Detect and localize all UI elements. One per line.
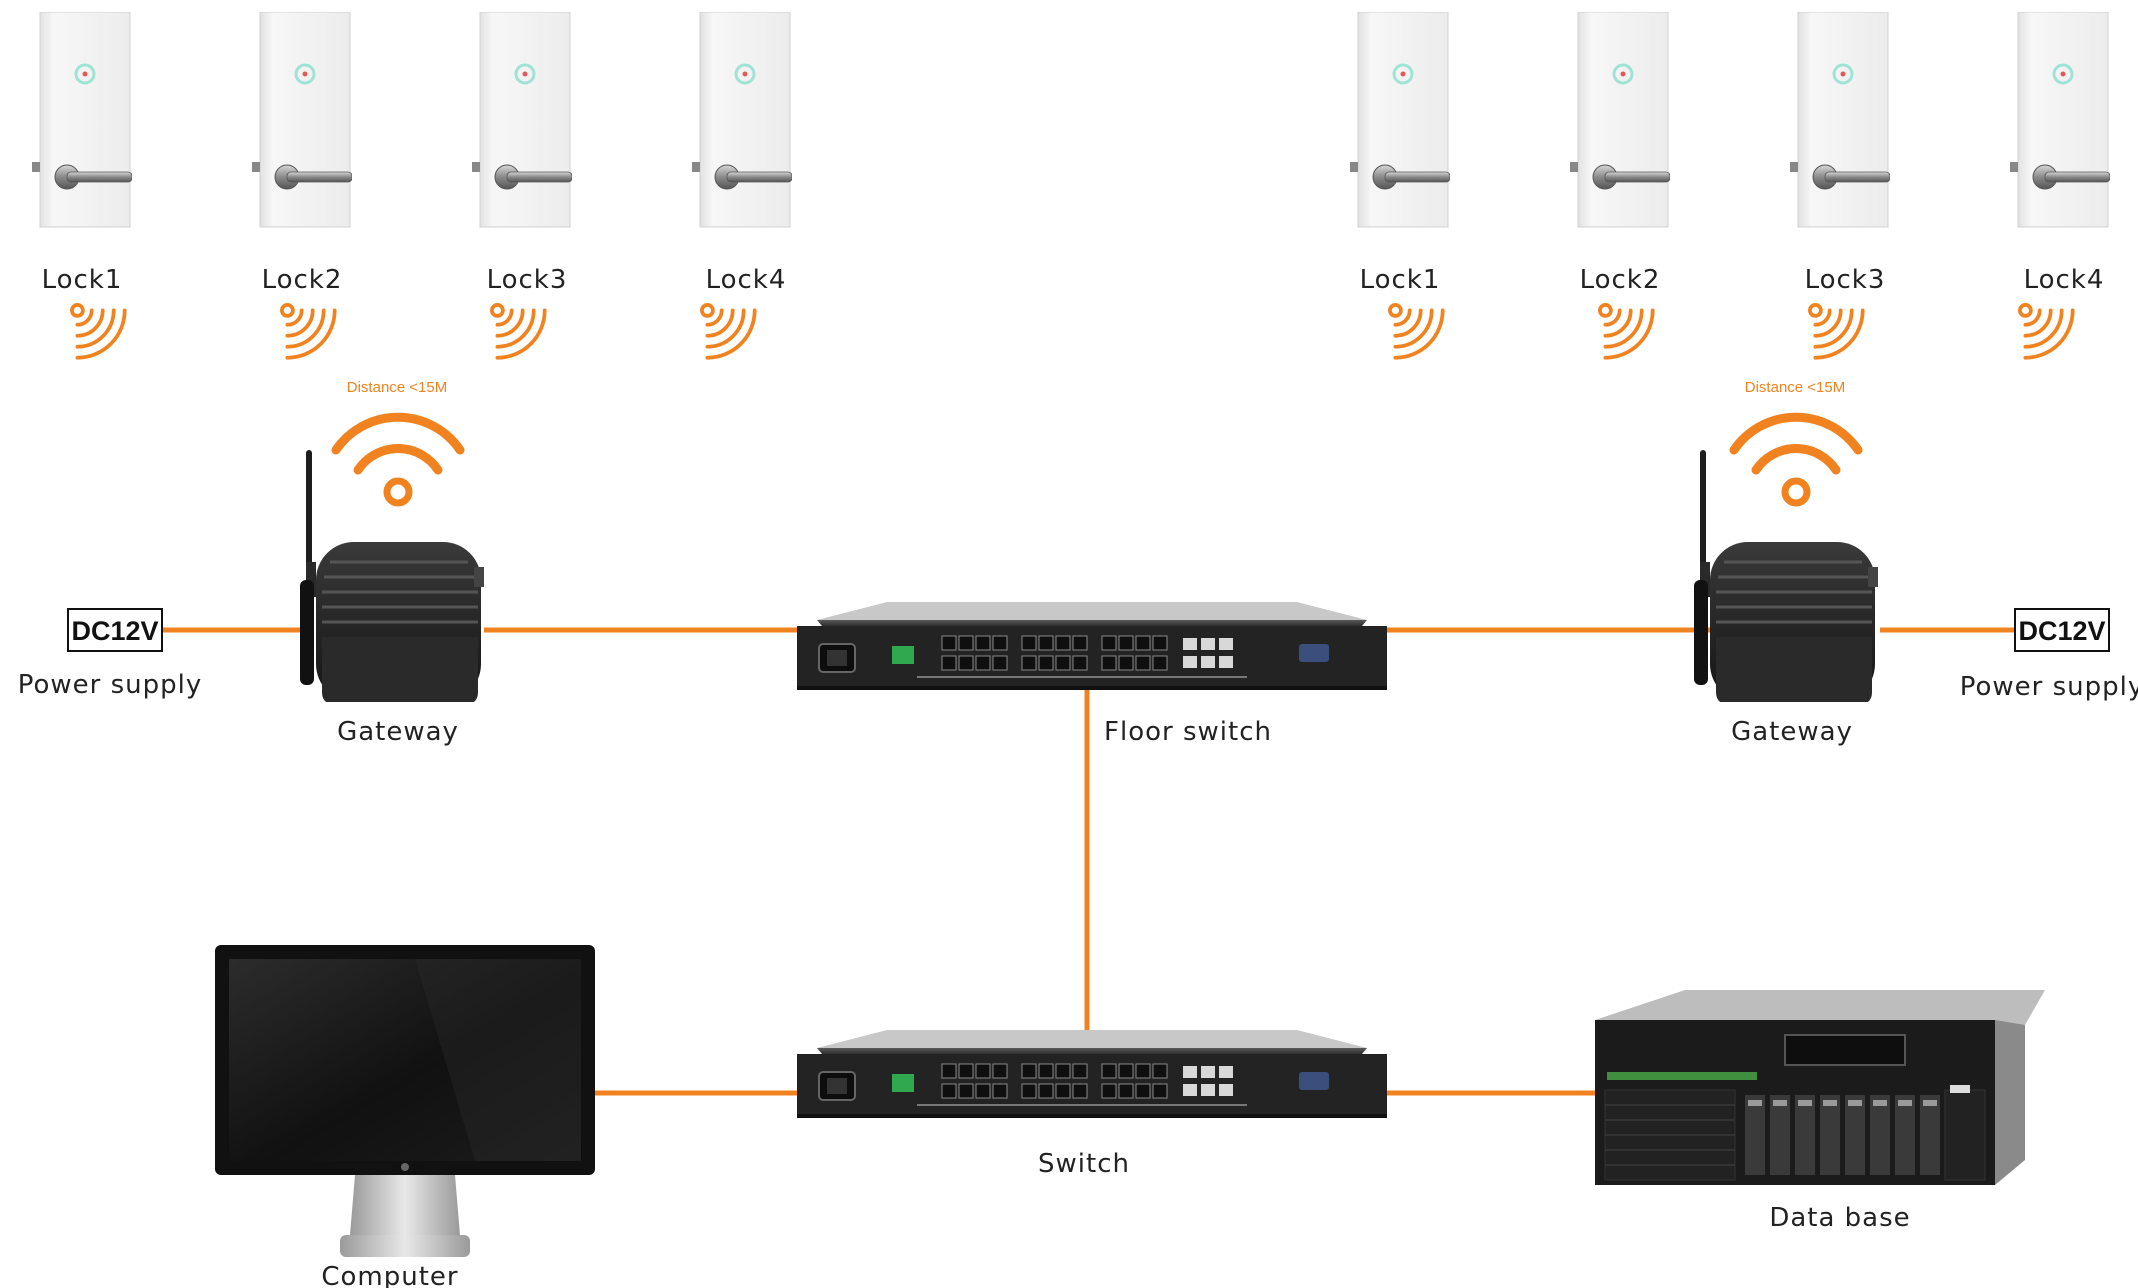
wifi-icon xyxy=(1734,417,1858,503)
main-switch: Switch xyxy=(797,1030,1387,1179)
floor-switch-label: Floor switch xyxy=(1104,717,1272,747)
signal-waves-icon xyxy=(1808,303,1865,360)
power-box-text: DC12V xyxy=(2018,616,2105,646)
signal-waves-icon xyxy=(490,303,547,360)
power-box-text: DC12V xyxy=(71,616,158,646)
signal-waves-icon xyxy=(1388,303,1445,360)
signal-waves-icon xyxy=(1598,303,1655,360)
right-lock-group: Lock1 Lock2 Lock3 Lock4 Distance <15M Ga… xyxy=(1350,12,2138,747)
power-supply-label: Power supply xyxy=(1960,672,2138,702)
lock-label: Lock1 xyxy=(1360,265,1441,295)
door-lock-icon xyxy=(1790,12,1890,229)
lock-label: Lock3 xyxy=(1805,265,1886,295)
monitor-icon xyxy=(215,945,595,1257)
database-label: Data base xyxy=(1769,1203,1910,1233)
lock-label: Lock3 xyxy=(487,265,568,295)
lock-label: Lock2 xyxy=(262,265,343,295)
signal-waves-icon xyxy=(280,303,337,360)
lock-label: Lock4 xyxy=(706,265,787,295)
signal-waves-icon xyxy=(700,303,757,360)
power-box xyxy=(67,608,163,652)
switch-label: Switch xyxy=(1038,1149,1130,1179)
network-switch-icon xyxy=(797,602,1387,691)
computer-label: Computer xyxy=(321,1262,458,1288)
floor-switch: Floor switch xyxy=(797,602,1387,747)
door-lock-icon xyxy=(32,12,132,229)
gateway-label: Gateway xyxy=(337,717,459,747)
connection-lines xyxy=(162,627,2015,1096)
lock-label: Lock2 xyxy=(1580,265,1661,295)
door-lock-icon xyxy=(252,12,352,229)
signal-waves-icon xyxy=(2018,303,2075,360)
power-supply-label: Power supply xyxy=(18,670,203,700)
database: Data base xyxy=(1595,990,2045,1233)
left-lock-group: Lock1 Lock2 Lock3 Lock4 Distance <15M Ga… xyxy=(18,12,792,747)
computer: Computer xyxy=(215,945,595,1288)
door-lock-icon xyxy=(472,12,572,229)
server-icon xyxy=(1595,990,2045,1186)
door-lock-icon xyxy=(2010,12,2110,229)
lock-label: Lock1 xyxy=(42,265,123,295)
distance-label: Distance <15M xyxy=(347,379,447,396)
door-lock-icon xyxy=(692,12,792,229)
gateway-icon xyxy=(298,448,486,702)
wifi-icon xyxy=(336,417,460,503)
power-box xyxy=(2014,608,2110,652)
lock-label: Lock4 xyxy=(2024,265,2105,295)
distance-label: Distance <15M xyxy=(1745,379,1845,396)
gateway-label: Gateway xyxy=(1731,717,1853,747)
signal-waves-icon xyxy=(70,303,127,360)
door-lock-icon xyxy=(1350,12,1450,229)
door-lock-icon xyxy=(1570,12,1670,229)
network-switch-icon xyxy=(797,1030,1387,1119)
